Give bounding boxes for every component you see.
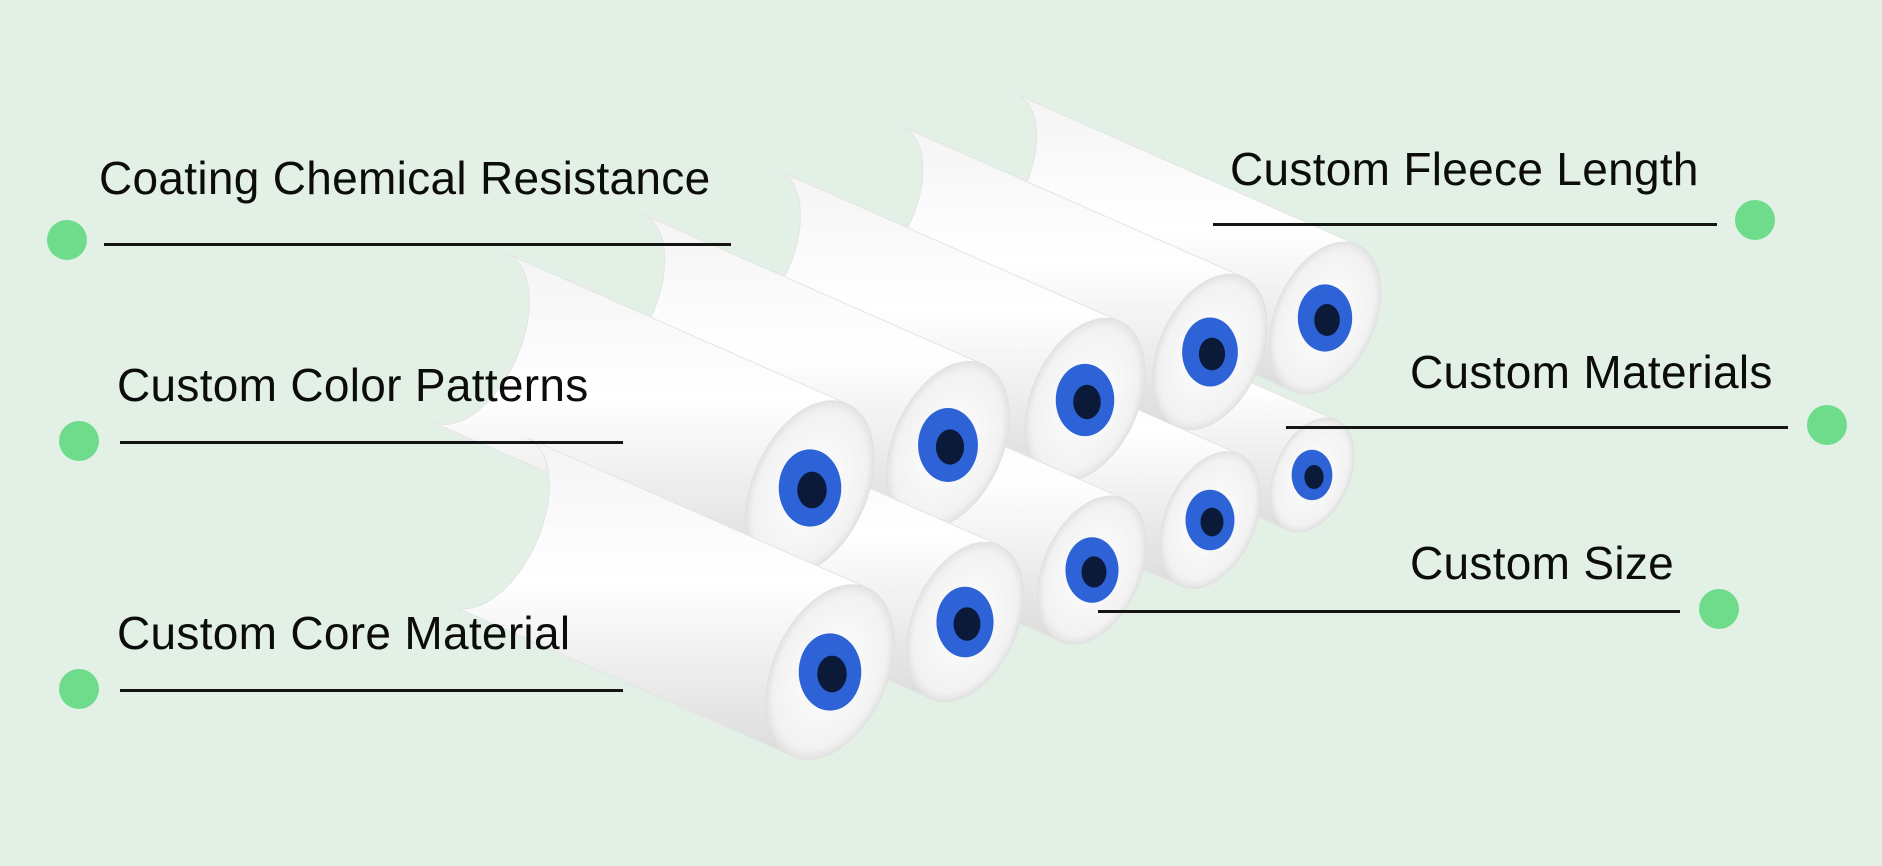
feature-bullet-dot <box>47 220 87 260</box>
feature-leader-line <box>120 689 623 692</box>
feature-bullet-dot <box>1807 405 1847 445</box>
feature-label-coating-chemical-resistance: Coating Chemical Resistance <box>99 152 711 204</box>
feature-label-custom-fleece-length: Custom Fleece Length <box>1230 143 1699 195</box>
roller-cover <box>572 214 1010 529</box>
feature-bullet-dot <box>59 669 99 709</box>
feature-label-custom-core-material: Custom Core Material <box>117 607 571 659</box>
feature-label-custom-materials: Custom Materials <box>1410 346 1773 398</box>
feature-leader-line <box>1213 223 1717 226</box>
roller-cover <box>452 437 895 760</box>
feature-leader-line <box>120 441 623 444</box>
feature-leader-line <box>1286 426 1788 429</box>
feature-bullet-dot <box>1699 589 1739 629</box>
roller-cover <box>710 170 1146 483</box>
feature-leader-line <box>1098 610 1680 613</box>
feature-bullet-dot <box>1735 200 1775 240</box>
feature-label-custom-size: Custom Size <box>1410 537 1675 589</box>
feature-label-custom-color-patterns: Custom Color Patterns <box>117 359 589 411</box>
feature-bullet-dot <box>59 421 99 461</box>
feature-leader-line <box>104 243 731 246</box>
roller-cover <box>432 253 875 576</box>
